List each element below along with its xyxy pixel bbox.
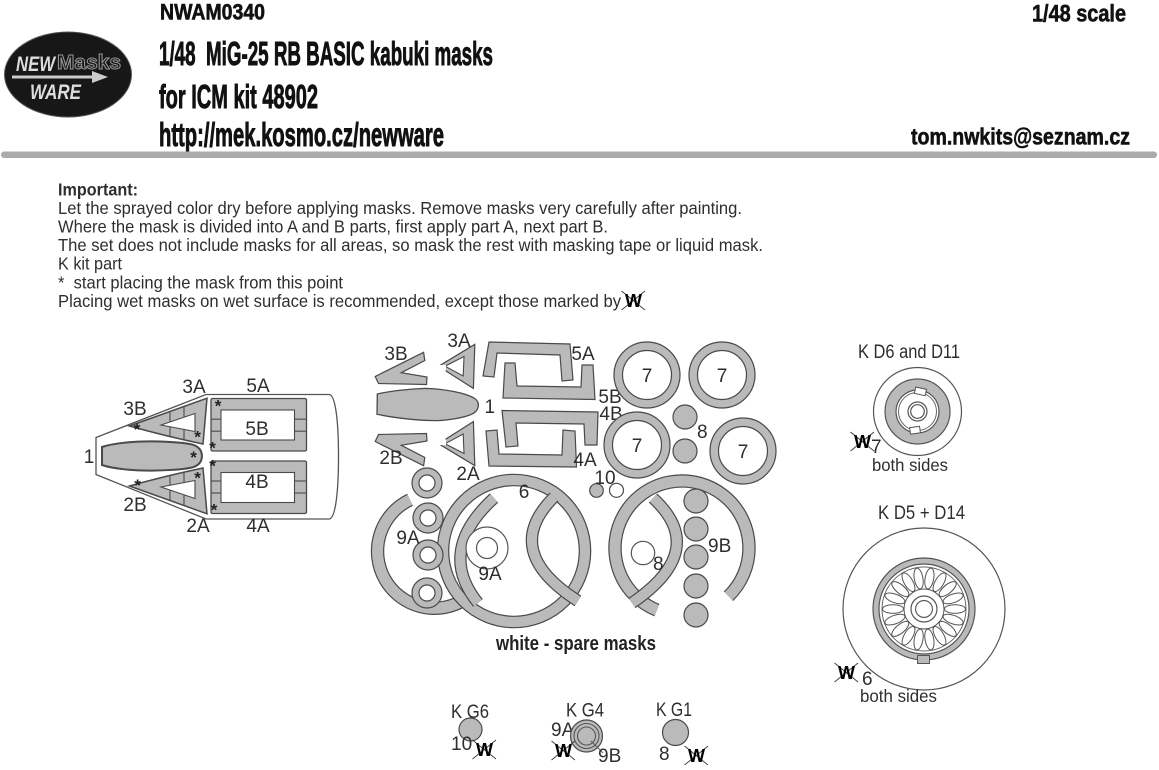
svg-text:Placing wet masks on wet surfa: Placing wet masks on wet surface is reco… xyxy=(58,291,621,311)
svg-text:8: 8 xyxy=(653,554,664,575)
svg-text:7: 7 xyxy=(642,366,653,387)
svg-text:1: 1 xyxy=(84,447,95,468)
svg-text:1/48 scale: 1/48 scale xyxy=(1032,1,1126,28)
svg-text:7: 7 xyxy=(632,436,643,457)
svg-text:1/48 MiG-25 RB BASIC kabuki m: 1/48 MiG-25 RB BASIC kabuki masks xyxy=(159,35,493,72)
svg-text:1: 1 xyxy=(485,397,496,418)
svg-text:*: * xyxy=(134,476,141,495)
svg-text:9B: 9B xyxy=(708,536,731,557)
svg-text:9A: 9A xyxy=(478,564,502,585)
svg-text:*: * xyxy=(209,457,216,476)
svg-text:7: 7 xyxy=(738,442,749,463)
svg-text:9B: 9B xyxy=(598,746,621,765)
svg-text:4A: 4A xyxy=(573,450,597,471)
svg-text:both sides: both sides xyxy=(860,686,937,706)
svg-text:NEW: NEW xyxy=(16,53,57,76)
svg-text:4A: 4A xyxy=(246,516,270,537)
svg-text:9A: 9A xyxy=(551,720,575,741)
svg-text:K kit part: K kit part xyxy=(58,254,122,274)
svg-text:*: * xyxy=(209,439,216,458)
svg-text:4B: 4B xyxy=(245,472,268,493)
svg-text:WARE: WARE xyxy=(30,81,82,104)
svg-text:10: 10 xyxy=(451,734,472,755)
svg-text:10: 10 xyxy=(594,468,615,489)
svg-text:Let the sprayed color dry befo: Let the sprayed color dry before applyin… xyxy=(58,198,742,218)
svg-text:3B: 3B xyxy=(384,344,407,365)
svg-text:5A: 5A xyxy=(246,376,270,397)
svg-text:K G6: K G6 xyxy=(451,702,489,723)
svg-text:*: * xyxy=(190,448,197,467)
svg-text:2A: 2A xyxy=(186,516,210,537)
svg-text:Where the mask is divided into: Where the mask is divided into A and B p… xyxy=(58,217,608,237)
svg-text:K D5 + D14: K D5 + D14 xyxy=(878,503,965,524)
svg-text:7: 7 xyxy=(871,437,882,458)
svg-text:white - spare masks: white - spare masks xyxy=(495,633,656,655)
svg-text:5B: 5B xyxy=(245,419,268,440)
svg-text:5A: 5A xyxy=(571,344,595,365)
svg-text:3B: 3B xyxy=(123,399,146,420)
svg-text:both sides: both sides xyxy=(872,455,948,475)
svg-text:8: 8 xyxy=(697,422,708,443)
svg-text:* start placing the mask from: * start placing the mask from this point xyxy=(58,272,343,292)
svg-text:9A: 9A xyxy=(396,528,420,549)
svg-text:tom.nwkits@seznam.cz: tom.nwkits@seznam.cz xyxy=(911,124,1130,150)
svg-text:2B: 2B xyxy=(123,495,146,516)
svg-text:6: 6 xyxy=(862,669,873,690)
svg-text:3A: 3A xyxy=(182,377,206,398)
svg-text:5B: 5B xyxy=(598,387,621,408)
svg-text:Important:: Important: xyxy=(58,179,138,199)
svg-text:*: * xyxy=(194,469,201,488)
svg-text:Masks: Masks xyxy=(57,52,121,74)
svg-text:3A: 3A xyxy=(447,331,471,352)
svg-text:8: 8 xyxy=(659,744,670,765)
svg-text:6: 6 xyxy=(519,482,530,503)
svg-text:K G4: K G4 xyxy=(566,701,604,722)
svg-text:for ICM kit 48902: for ICM kit 48902 xyxy=(159,78,318,115)
svg-text:*: * xyxy=(194,428,201,447)
svg-text:NWAM0340: NWAM0340 xyxy=(160,0,265,25)
svg-text:K G1: K G1 xyxy=(656,700,692,721)
svg-text:*: * xyxy=(211,501,218,520)
svg-text:http://mek.kosmo.cz/newware: http://mek.kosmo.cz/newware xyxy=(159,116,444,153)
svg-text:2B: 2B xyxy=(379,448,402,469)
svg-text:K D6 and D11: K D6 and D11 xyxy=(858,342,960,363)
svg-text:*: * xyxy=(134,420,141,439)
svg-text:7: 7 xyxy=(717,366,728,387)
svg-text:*: * xyxy=(215,397,222,416)
svg-text:The set does not include masks: The set does not include masks for all a… xyxy=(58,235,763,255)
svg-text:2A: 2A xyxy=(456,464,480,485)
